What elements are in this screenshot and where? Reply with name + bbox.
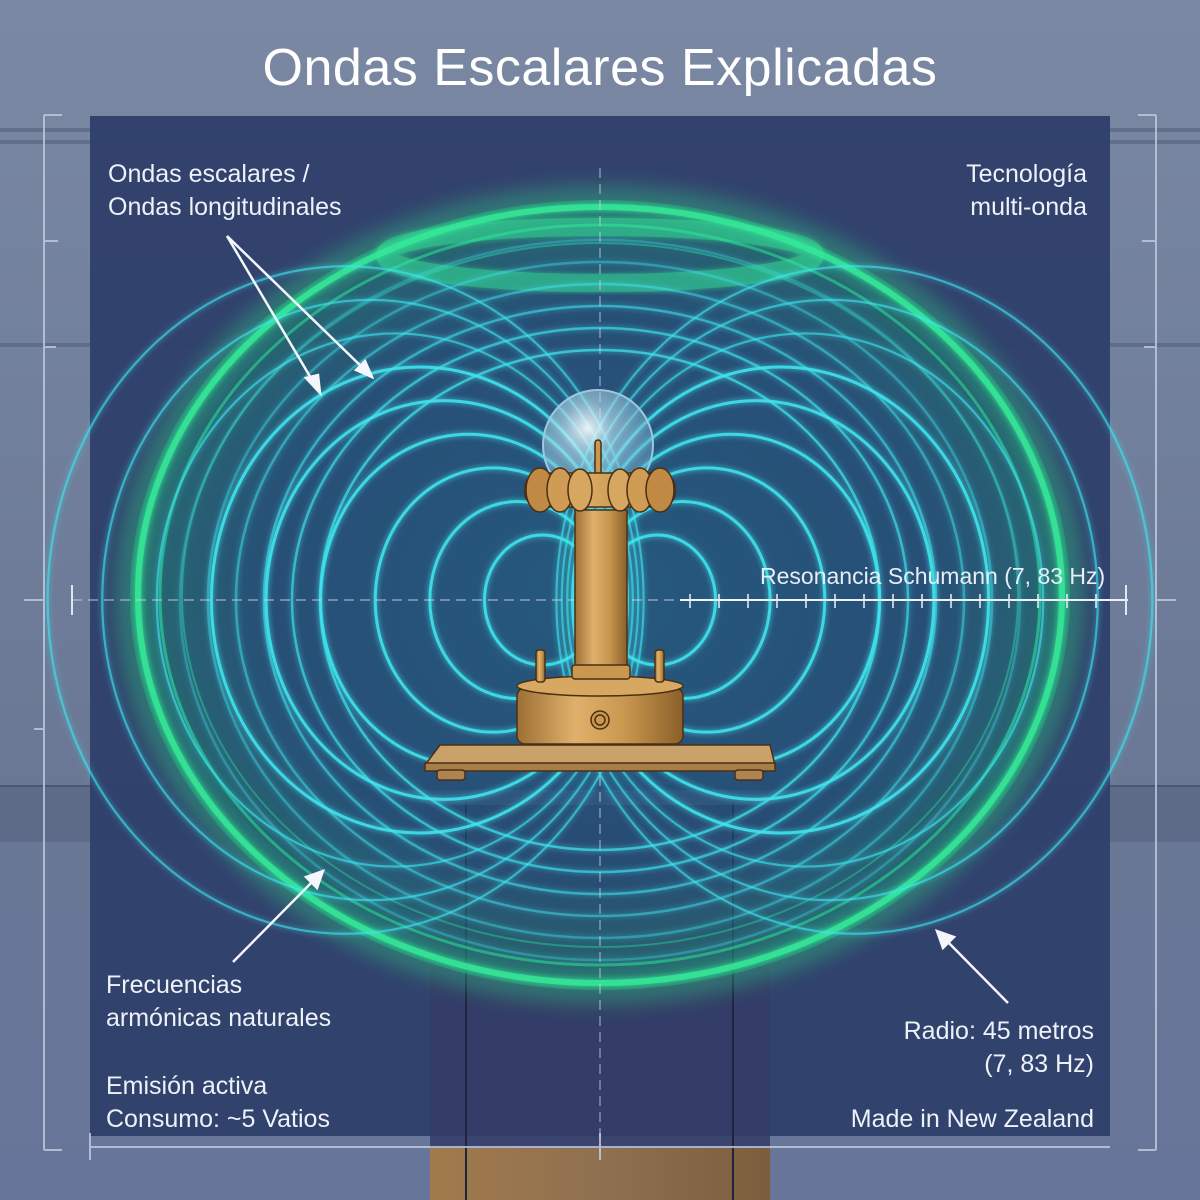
arrow-icon [225,235,1009,1004]
label-line: armónicas naturales [106,1004,332,1032]
page-title: Ondas Escalares Explicadas [262,39,938,97]
label-line: Ondas escalares / [108,160,310,188]
label-line: Consumo: ~5 Vatios [106,1105,330,1133]
label-line: multi-onda [970,193,1087,221]
label-made-in: Made in New Zealand [850,1105,1094,1133]
label-line: Frecuencias [106,971,243,999]
label-line: Radio: 45 metros [903,1017,1094,1045]
field-loop [46,265,645,935]
label-line: Emisión activa [106,1072,268,1100]
label-line: Ondas longitudinales [108,193,342,221]
frame-rulers [24,114,1176,1160]
label-scalar-waves: Ondas escalares / Ondas longitudinales [108,158,342,224]
label-line: (7, 83 Hz) [984,1050,1094,1078]
label-line: Tecnología [966,160,1087,188]
label-schumann-resonance: Resonancia Schumann (7, 83 Hz) [760,563,1106,589]
label-emission-power: Emisión activa Consumo: ~5 Vatios [106,1070,330,1136]
scalar-wave-generator-icon [423,389,776,781]
label-multi-wave-tech: Tecnología multi-onda [966,158,1087,224]
label-natural-harmonics: Frecuencias armónicas naturales [106,969,331,1035]
label-radius: Radio: 45 metros (7, 83 Hz) [904,1015,1094,1081]
